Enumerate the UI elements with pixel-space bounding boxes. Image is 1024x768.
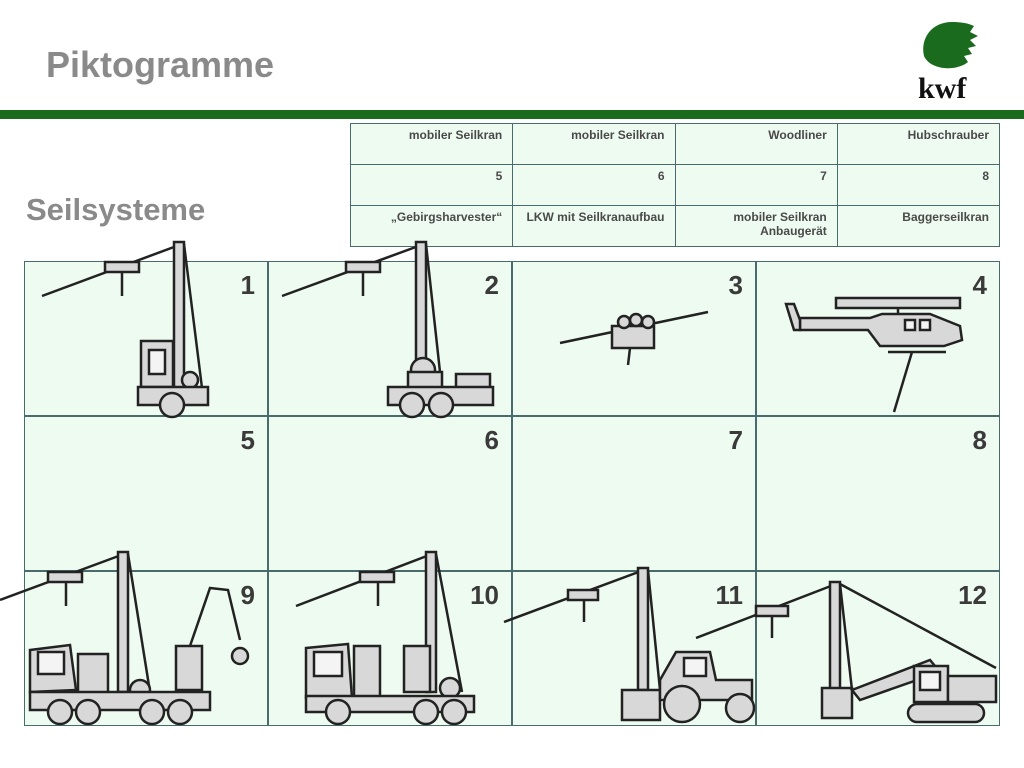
- cell-number: 6: [484, 425, 499, 455]
- grid-cell: 7: [512, 416, 756, 571]
- grid-cell: 10: [268, 571, 512, 726]
- logo-text: kwf: [918, 72, 967, 104]
- legend-cell: mobiler Seilkran: [349, 123, 514, 165]
- grid-cell: 6: [268, 416, 512, 571]
- legend-cell: 8: [836, 164, 1001, 206]
- cell-number: 3: [728, 270, 743, 300]
- legend-cell: 6: [512, 164, 676, 206]
- pictogram-grid: 1 2 3 4 5 6 7 8 9 10 11 12: [24, 261, 1001, 726]
- page-title: Piktogramme: [46, 44, 275, 85]
- header-divider: [0, 110, 1024, 119]
- cell-number: 10: [470, 580, 499, 610]
- legend-cell: „Gebirgsharvester“: [349, 205, 514, 247]
- legend-cell: mobiler Seilkran: [512, 123, 676, 165]
- grid-cell: 11: [512, 571, 756, 726]
- section-subtitle: Seilsysteme: [26, 192, 206, 227]
- cell-number: 11: [715, 580, 744, 610]
- legend-row: 5 6 7 8: [349, 164, 1001, 206]
- grid-cell: 4: [756, 261, 1000, 416]
- legend-cell: Baggerseilkran: [836, 205, 1001, 247]
- cell-number: 1: [240, 270, 255, 300]
- legend-table: mobiler Seilkran mobiler Seilkran Woodli…: [349, 123, 1001, 247]
- legend-cell: mobiler Seilkran Anbaugerät: [674, 205, 838, 247]
- cell-number: 2: [484, 270, 499, 300]
- grid-cell: 12: [756, 571, 1000, 726]
- grid-cell: 1: [24, 261, 268, 416]
- cell-number: 9: [240, 580, 255, 610]
- kwf-logo: kwf: [918, 22, 978, 104]
- legend-cell: LKW mit Seilkranaufbau: [512, 205, 676, 247]
- legend-cell: 5: [349, 164, 514, 206]
- legend-row: „Gebirgsharvester“ LKW mit Seilkranaufba…: [349, 205, 1001, 247]
- legend-cell: Hubschrauber: [836, 123, 1001, 165]
- grid-cell: 8: [756, 416, 1000, 571]
- cell-number: 5: [240, 425, 255, 455]
- grid-cell: 3: [512, 261, 756, 416]
- grid-cell: 9: [24, 571, 268, 726]
- cell-number: 12: [958, 580, 987, 610]
- grid-cell: 5: [24, 416, 268, 571]
- legend-cell: Woodliner: [674, 123, 838, 165]
- legend-row: mobiler Seilkran mobiler Seilkran Woodli…: [349, 123, 1001, 165]
- cell-number: 8: [972, 425, 987, 455]
- cell-number: 7: [728, 425, 743, 455]
- grid-cell: 2: [268, 261, 512, 416]
- cell-number: 4: [972, 270, 987, 300]
- legend-cell: 7: [674, 164, 838, 206]
